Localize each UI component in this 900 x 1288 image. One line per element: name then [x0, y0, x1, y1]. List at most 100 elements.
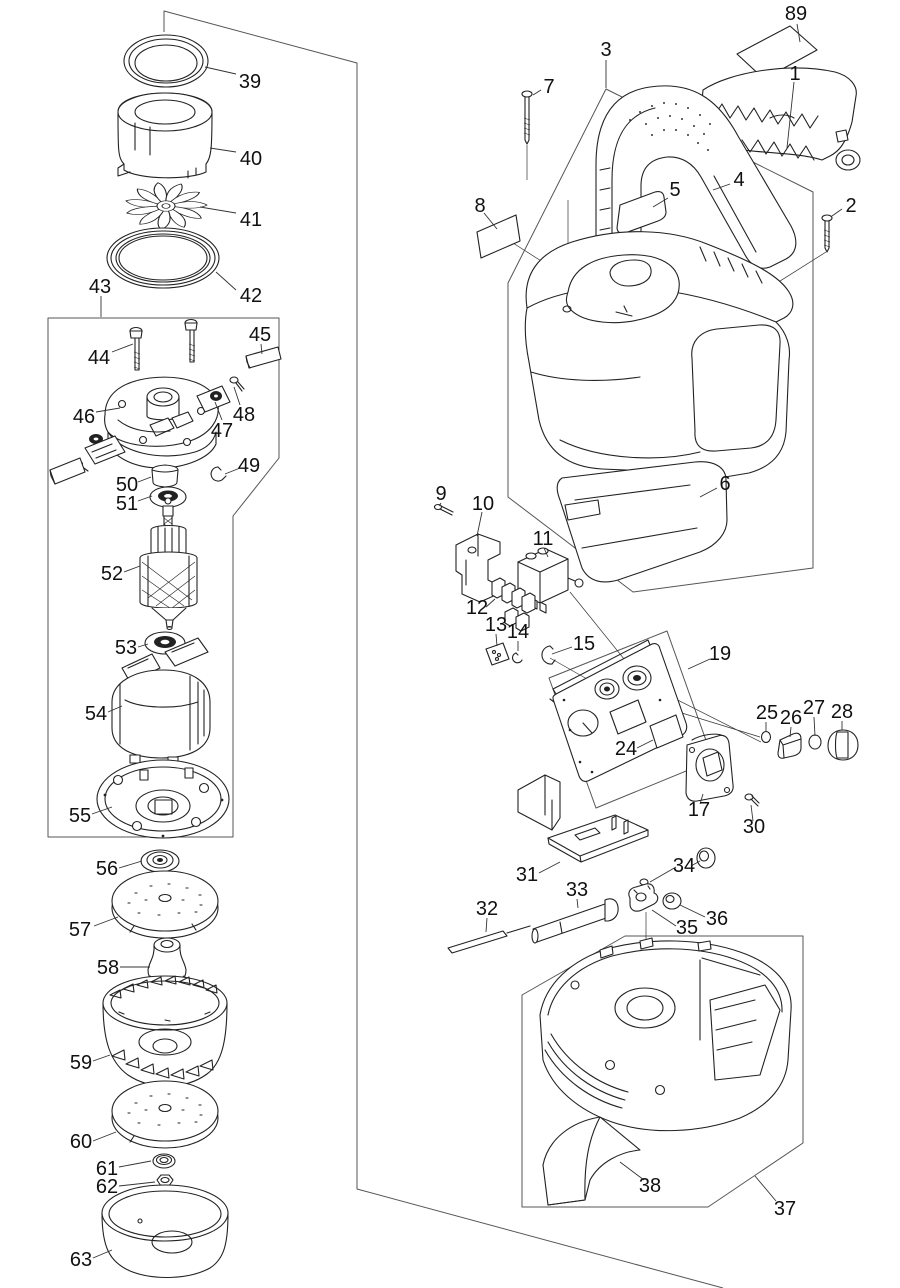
callout-7: 7: [543, 76, 554, 98]
callout-54: 54: [85, 703, 107, 725]
bowl-59-vent-triangles: [109, 975, 218, 1080]
callout-28: 28: [831, 701, 853, 723]
part-clip-15: [541, 645, 556, 665]
callout-37: 37: [774, 1198, 796, 1220]
part-fan-41: [125, 182, 208, 230]
callout-11: 11: [533, 528, 554, 550]
callout-8: 8: [474, 195, 485, 217]
part-cover-6: [556, 461, 728, 583]
group-boundary-housing-3: [507, 88, 814, 593]
part-pad-60: [111, 1080, 219, 1149]
part-motor-bracket-46: [104, 376, 219, 469]
callout-31: 31: [516, 864, 538, 886]
callout-39: 39: [239, 71, 261, 93]
callout-32: 32: [476, 898, 498, 920]
part-disc-27: [808, 734, 822, 750]
callout-52: 52: [101, 563, 123, 585]
part-motor-housing-cover: [524, 231, 794, 483]
part-plate-13: [485, 642, 510, 666]
part-bowl-59: [102, 975, 228, 1087]
callout-36: 36: [706, 908, 728, 930]
callout-33: 33: [566, 879, 588, 901]
callout-24: 24: [615, 738, 637, 760]
part-clamp-35: [628, 883, 659, 912]
callout-58: 58: [97, 957, 119, 979]
part-screw-7: [521, 90, 533, 145]
callout-5: 5: [669, 179, 680, 201]
callout-51: 51: [116, 493, 138, 515]
callout-34: 34: [673, 855, 695, 877]
part-terminals-12: [491, 577, 536, 632]
callout-12: 12: [466, 597, 488, 619]
callout-41: 41: [240, 209, 262, 231]
part-cap-26: [777, 732, 802, 759]
part-bracket-31: [517, 774, 649, 863]
part-bolt-44a: [129, 326, 143, 371]
callout-labels: 39 40 41 42 43 44 45 46 47 48 49 50 51 5…: [69, 3, 857, 1271]
part-pad-57: [111, 870, 219, 939]
part-sleeve-34b: [696, 847, 716, 869]
part-washer-61: [152, 1153, 176, 1169]
callout-4: 4: [733, 169, 744, 191]
callout-62: 62: [96, 1176, 118, 1198]
part-screw-30: [744, 793, 760, 807]
group-box-43: [47, 317, 280, 838]
handle-grip-dots: [629, 102, 711, 151]
callout-30: 30: [743, 816, 765, 838]
part-oring-25: [760, 730, 772, 744]
callout-27: 27: [803, 697, 825, 719]
callout-2: 2: [845, 195, 856, 217]
part-rod-32: [447, 925, 531, 954]
callout-45: 45: [249, 324, 271, 346]
callout-3: 3: [600, 39, 611, 61]
callout-35: 35: [676, 917, 698, 939]
part-armature-52: [139, 497, 198, 631]
part-skirt-38: [542, 1116, 641, 1206]
callout-89: 89: [785, 3, 807, 25]
leader-lines: [91, 23, 843, 1259]
callout-6: 6: [719, 473, 730, 495]
part-clip-14: [512, 652, 523, 664]
callout-50: 50: [116, 474, 138, 496]
callout-38: 38: [639, 1175, 661, 1197]
callout-44: 44: [88, 347, 110, 369]
callout-10: 10: [472, 493, 494, 515]
callout-40: 40: [240, 148, 262, 170]
callout-15: 15: [573, 633, 595, 655]
callout-9: 9: [435, 483, 446, 505]
callout-49: 49: [238, 455, 260, 477]
part-bracket-10: [455, 533, 501, 603]
part-panel-19: [549, 639, 688, 782]
part-screw-48: [229, 376, 245, 392]
callout-14: 14: [507, 621, 529, 643]
part-insulator-50: [151, 464, 179, 488]
part-baffle-plate-55: [96, 759, 230, 839]
callout-57: 57: [69, 919, 91, 941]
callout-47: 47: [211, 420, 233, 442]
part-knob-28: [827, 729, 859, 761]
part-sleeve-36: [662, 892, 682, 910]
part-socket-17: [685, 733, 734, 802]
part-ring-42: [106, 227, 220, 289]
part-nut-62: [156, 1174, 174, 1187]
callout-63: 63: [70, 1249, 92, 1271]
part-screw-9: [433, 503, 454, 516]
callout-43: 43: [89, 276, 111, 298]
callout-42: 42: [240, 285, 262, 307]
callout-61: 61: [96, 1158, 118, 1180]
callout-55: 55: [69, 805, 91, 827]
part-carbon-brush-45: [245, 346, 282, 369]
callout-1: 1: [789, 63, 800, 85]
callout-46: 46: [73, 406, 95, 428]
callout-53: 53: [115, 637, 137, 659]
part-pipe-33: [531, 898, 619, 944]
part-clip-49: [210, 466, 227, 482]
part-screw-2: [821, 214, 833, 253]
part-sticker-89: [736, 25, 818, 80]
callout-25: 25: [756, 702, 778, 724]
part-brush-holder-left: [49, 434, 126, 485]
part-bolt-44b: [184, 318, 198, 363]
callout-26: 26: [780, 707, 802, 729]
